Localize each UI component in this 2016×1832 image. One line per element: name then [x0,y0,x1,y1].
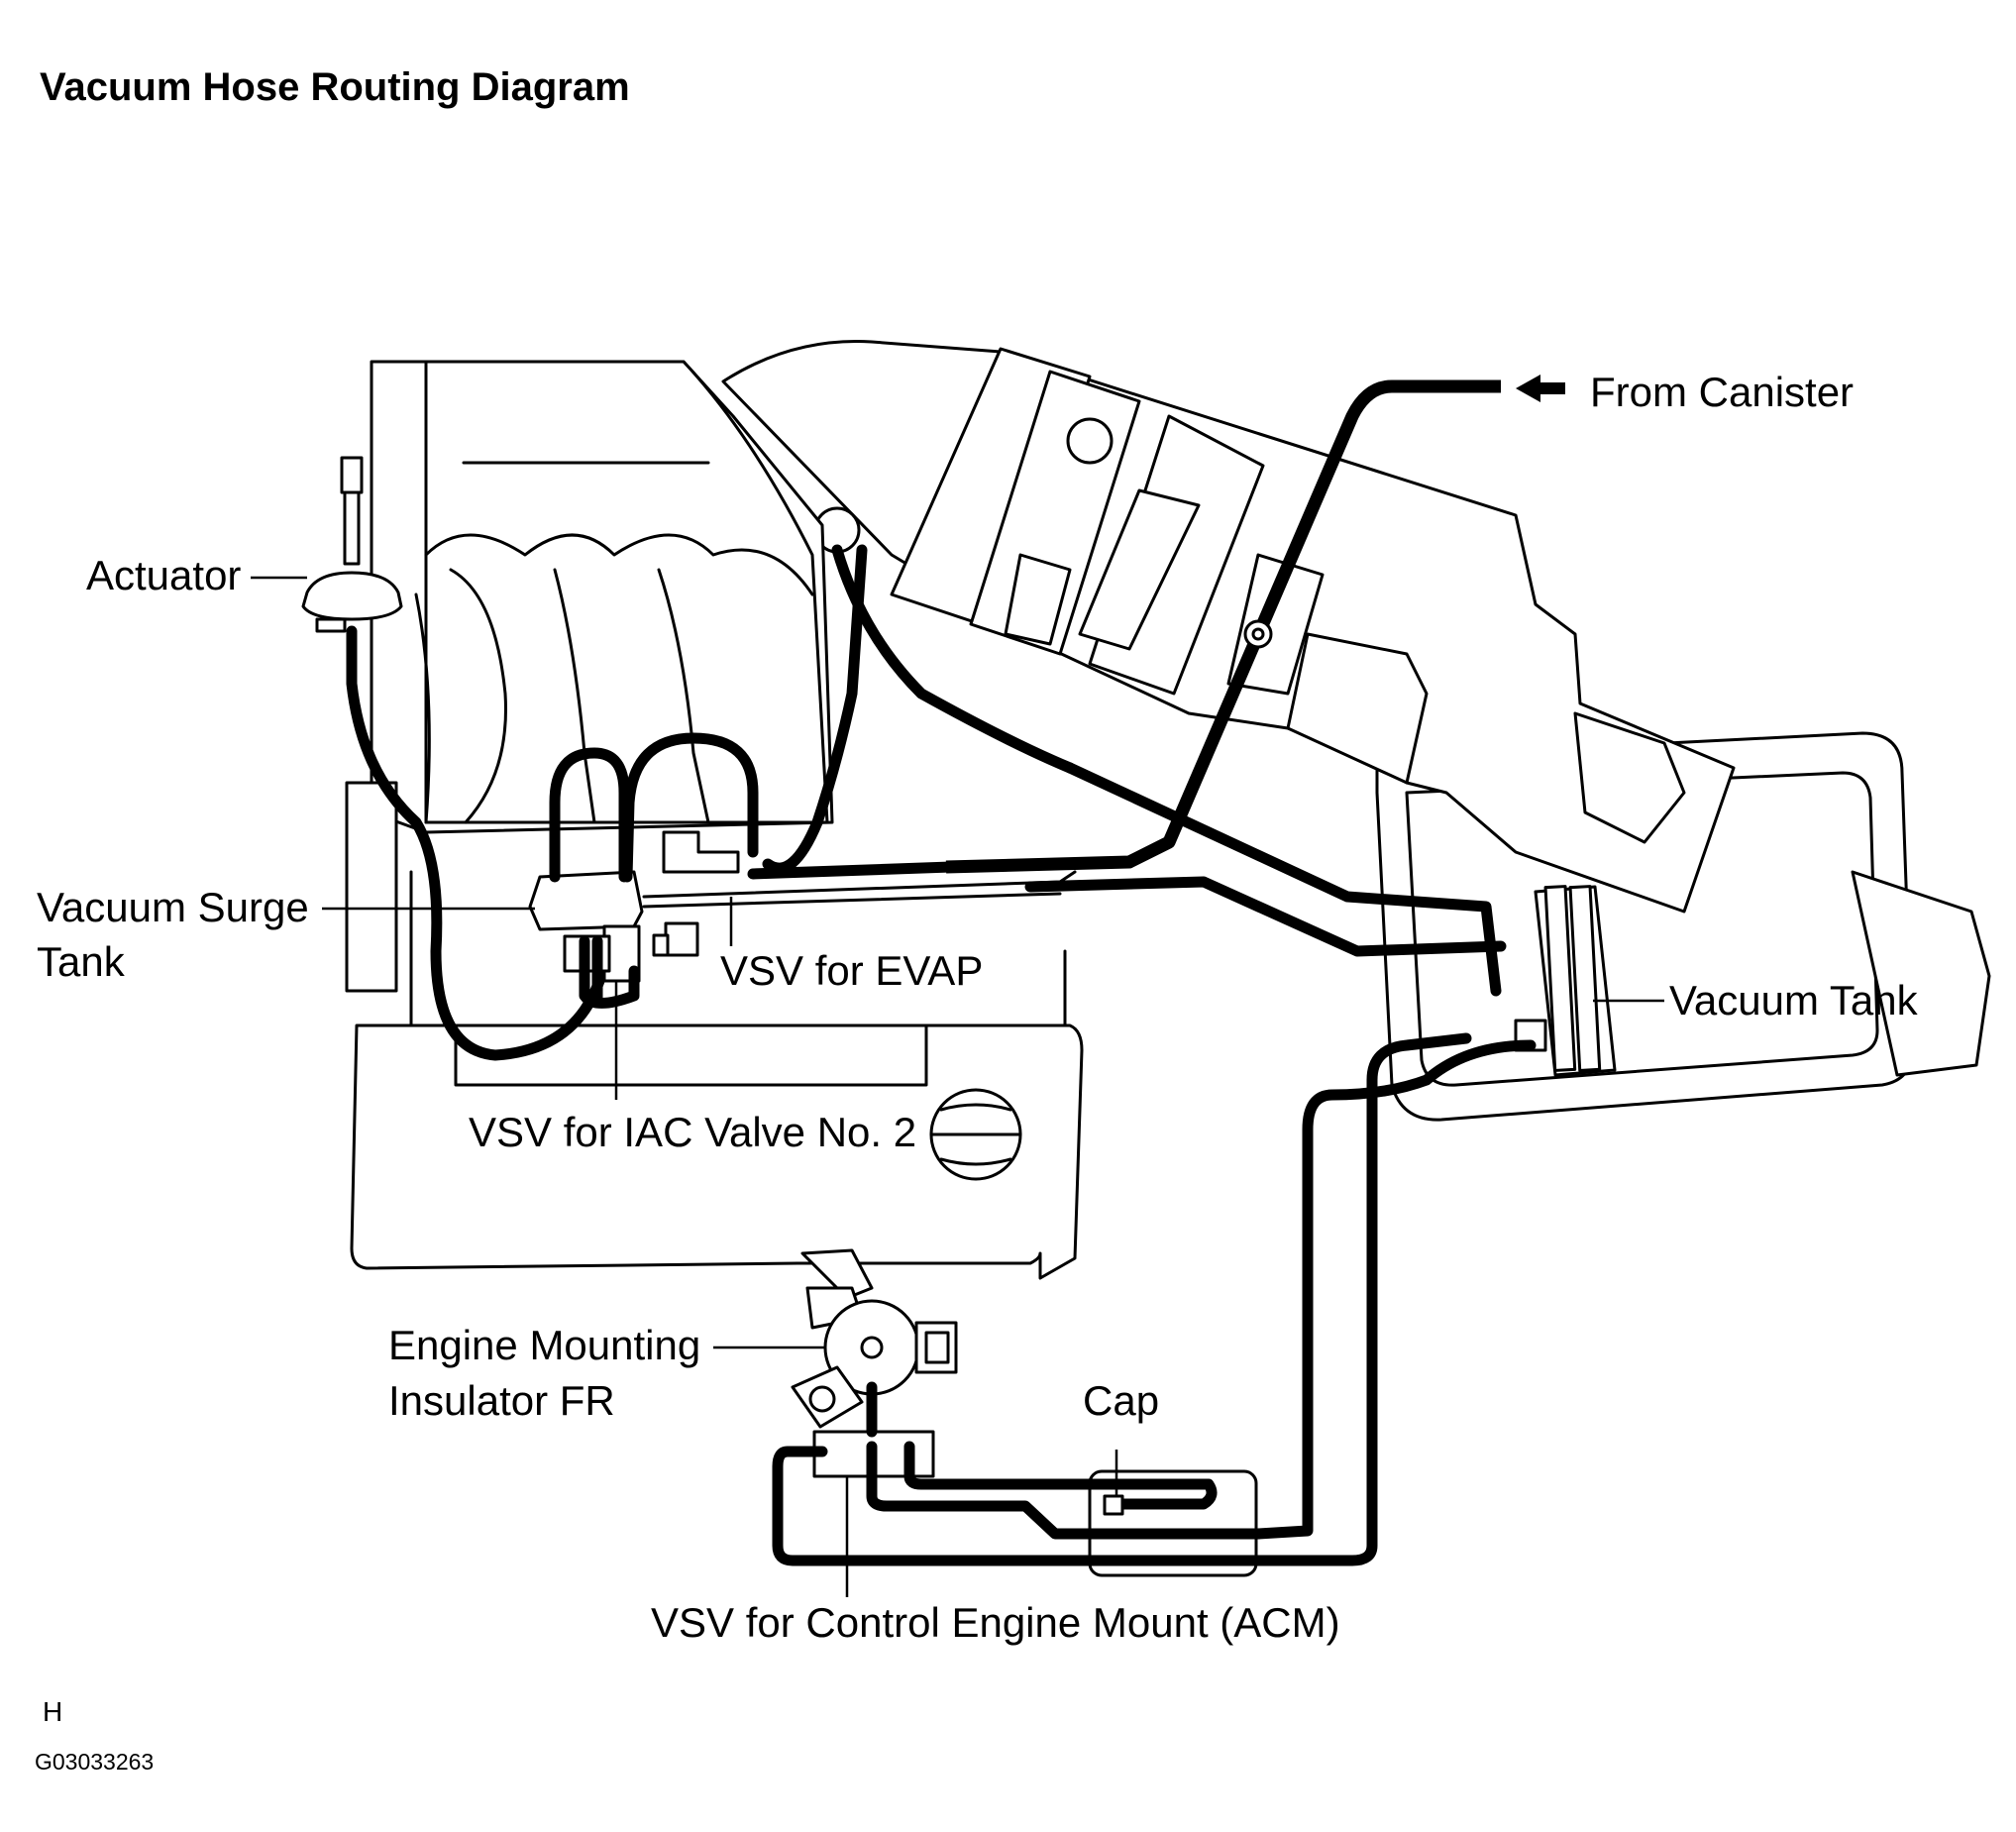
canister-arrow-icon [1516,375,1565,402]
diagram-title: Vacuum Hose Routing Diagram [40,65,630,109]
engine-mounting-insulator [791,1248,958,1429]
label-engine-mount-1: Engine Mounting [388,1322,700,1368]
label-from-canister: From Canister [1590,369,1854,415]
footer-letter: H [43,1696,63,1727]
label-vacuum-surge-tank-2: Tank [37,938,126,985]
label-vsv-evap: VSV for EVAP [720,947,983,994]
leader-lines [251,576,1664,1597]
vacuum-hoses [346,379,1537,1566]
label-vacuum-tank: Vacuum Tank [1669,977,1919,1024]
label-vsv-acm: VSV for Control Engine Mount (ACM) [651,1599,1340,1646]
actuator [301,456,403,633]
label-vacuum-surge-tank-1: Vacuum Surge [37,884,309,930]
throttle-body [721,340,1736,914]
figure-code: G03033263 [35,1749,155,1775]
hose-clamp [1243,619,1273,649]
label-vsv-iac: VSV for IAC Valve No. 2 [469,1109,916,1155]
engine-block [350,870,1084,1280]
cap [1103,1494,1124,1516]
label-actuator: Actuator [86,552,241,598]
vacuum-tank [1514,885,1617,1077]
label-engine-mount-2: Insulator FR [388,1377,615,1424]
label-cap: Cap [1083,1377,1159,1424]
intake-manifold [345,360,834,993]
